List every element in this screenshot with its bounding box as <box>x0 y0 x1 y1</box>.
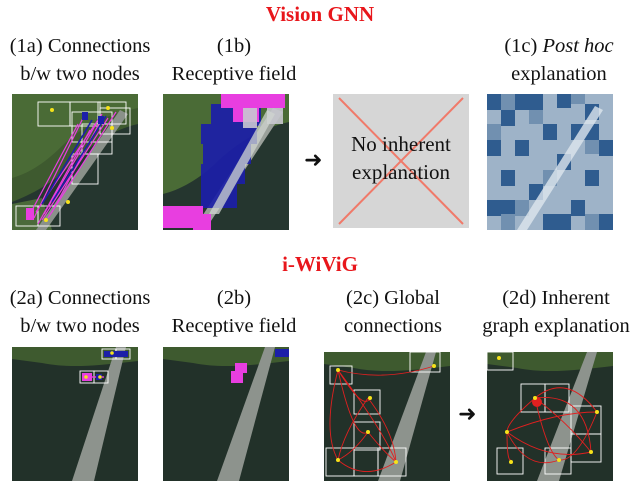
right-arrow-icon: ➜ <box>304 148 323 173</box>
i-wivig-title: i-WiViG <box>282 252 358 276</box>
panel-2c-global-connections <box>324 352 450 481</box>
placeholder-line2: explanation <box>352 160 450 184</box>
vision-gnn-title: Vision GNN <box>265 2 375 26</box>
panel-1a-connections <box>12 94 138 230</box>
right-arrow-icon-2: ➜ <box>458 402 477 427</box>
panel-1c-post-hoc <box>487 94 613 230</box>
no-explanation-placeholder: No inherent explanation <box>333 94 469 228</box>
panel-2a-connections <box>12 347 138 481</box>
label-2b: (2b)Receptive field <box>171 287 297 337</box>
panel-1b-receptive-field <box>163 94 289 230</box>
placeholder-line1: No inherent <box>351 132 451 156</box>
label-1c: (1c) Post hoc explanation <box>504 35 614 85</box>
panel-2b-receptive-field <box>163 347 289 481</box>
panel-2d-inherent-explanation <box>487 352 613 481</box>
label-1b: (1b)Receptive field <box>171 35 297 85</box>
